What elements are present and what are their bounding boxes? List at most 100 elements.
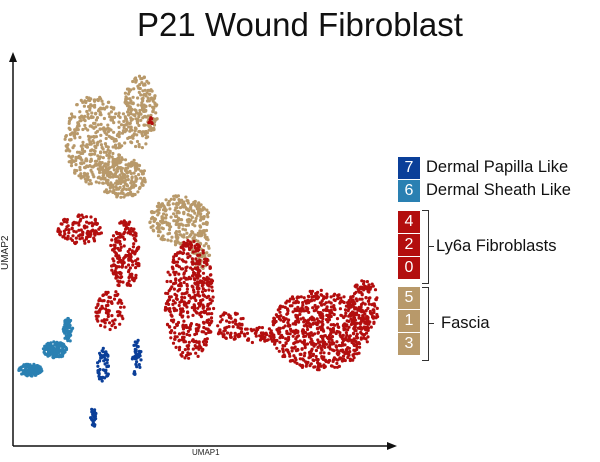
data-point — [81, 151, 85, 155]
data-point — [118, 242, 122, 246]
data-point — [302, 354, 306, 358]
data-point — [308, 289, 312, 293]
data-point — [98, 359, 102, 363]
data-point — [254, 329, 258, 333]
data-point — [56, 351, 61, 355]
data-point — [124, 116, 128, 120]
data-point — [347, 338, 351, 342]
data-point — [90, 104, 94, 108]
data-point — [106, 308, 110, 312]
data-point — [303, 351, 307, 355]
data-point — [93, 218, 97, 222]
data-point — [129, 162, 133, 166]
data-point — [316, 365, 320, 369]
data-point — [175, 294, 179, 298]
data-point — [100, 319, 104, 323]
data-point — [110, 165, 114, 169]
data-point — [220, 318, 224, 322]
data-point — [189, 296, 193, 300]
data-point — [194, 310, 198, 314]
data-point — [118, 248, 122, 252]
data-point — [201, 264, 205, 268]
data-point — [188, 247, 192, 252]
data-point — [130, 128, 134, 132]
data-point — [187, 293, 191, 297]
data-point — [35, 367, 39, 372]
data-point — [346, 301, 350, 305]
data-point — [83, 149, 87, 153]
data-point — [109, 181, 113, 185]
data-point — [314, 342, 318, 346]
data-point — [359, 316, 364, 320]
data-point — [167, 302, 171, 306]
data-point — [346, 309, 350, 313]
data-point — [199, 212, 203, 216]
data-point — [358, 297, 362, 301]
data-point — [150, 121, 154, 126]
data-point — [114, 237, 118, 241]
data-point — [115, 293, 119, 298]
data-point — [113, 192, 118, 196]
data-point — [75, 150, 80, 154]
data-point — [120, 301, 124, 305]
data-point — [132, 87, 136, 91]
data-point — [271, 320, 275, 324]
data-point — [171, 302, 175, 306]
data-point — [180, 315, 184, 319]
data-point — [201, 305, 205, 309]
data-point — [193, 296, 197, 300]
data-point — [168, 273, 172, 277]
data-point — [195, 259, 199, 263]
data-point — [360, 332, 364, 336]
data-point — [113, 163, 117, 167]
data-point — [345, 319, 349, 323]
data-point — [139, 350, 143, 354]
data-point — [306, 332, 310, 336]
data-point — [117, 283, 121, 288]
data-point — [84, 126, 88, 130]
data-point — [135, 139, 140, 144]
data-point — [108, 295, 112, 300]
data-point — [130, 275, 134, 279]
data-point — [61, 342, 65, 346]
data-point — [182, 200, 186, 204]
data-point — [224, 311, 228, 315]
data-point — [105, 191, 109, 195]
data-point — [286, 350, 290, 354]
data-point — [116, 279, 120, 283]
data-point — [164, 220, 168, 224]
data-point — [185, 241, 189, 245]
data-point — [106, 145, 110, 149]
data-point — [129, 190, 133, 194]
data-point — [63, 323, 67, 327]
data-point — [195, 242, 199, 247]
data-point — [157, 201, 161, 205]
data-point — [321, 308, 326, 312]
data-point — [353, 292, 357, 296]
data-point — [165, 279, 169, 284]
data-point — [126, 92, 131, 96]
data-point — [181, 307, 185, 311]
data-point — [291, 330, 295, 334]
data-point — [114, 274, 118, 279]
data-point — [339, 356, 343, 360]
data-point — [89, 215, 93, 219]
data-point — [277, 326, 281, 330]
data-point — [131, 133, 136, 138]
data-point — [309, 298, 313, 302]
data-point — [136, 96, 140, 100]
data-point — [111, 257, 115, 261]
data-point — [84, 100, 88, 104]
data-point — [66, 316, 70, 321]
data-point — [278, 304, 283, 308]
data-point — [108, 327, 112, 332]
data-point — [228, 333, 232, 337]
data-point — [109, 105, 113, 109]
data-point — [124, 100, 128, 104]
data-point — [200, 284, 204, 288]
data-point — [296, 340, 300, 344]
data-point — [198, 304, 202, 308]
data-point — [300, 347, 304, 351]
data-point — [58, 344, 62, 348]
data-point — [126, 249, 130, 254]
